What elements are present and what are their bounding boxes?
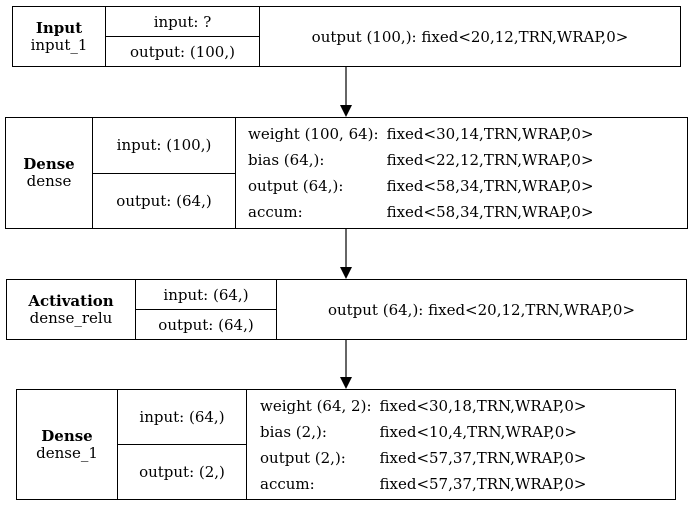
node-dense-relu: Activation dense_relu input: (64,) outpu… [6,279,687,340]
precision-row: accum: fixed<57,37,TRN,WRAP,0> [260,471,586,497]
precision-row: accum: fixed<58,34,TRN,WRAP,0> [248,199,594,225]
precision-key: accum: [248,203,303,221]
precision-info: weight (64, 2): fixed<30,18,TRN,WRAP,0> … [247,390,675,499]
precision-row: bias (2,): fixed<10,4,TRN,WRAP,0> [260,419,586,445]
input-shape: input: (100,) [116,136,212,155]
precision-table: weight (64, 2): fixed<30,18,TRN,WRAP,0> … [260,393,586,497]
layer-type: Activation [28,291,114,310]
output-precision: output (64,): fixed<20,12,TRN,WRAP,0> [327,300,636,319]
io-cell: input: ? output: (100,) [106,7,260,66]
input-shape: input: (64,) [139,408,225,426]
precision-row: bias (64,): fixed<22,12,TRN,WRAP,0> [248,147,594,173]
node-name-cell: Dense dense [6,118,93,228]
input-shape: input: (64,) [163,285,249,304]
output-shape: output: (64,) [93,172,235,229]
precision-row: output (2,): fixed<57,37,TRN,WRAP,0> [260,445,586,471]
precision-row: weight (100, 64): fixed<30,14,TRN,WRAP,0… [248,121,594,147]
layer-type: Dense [41,426,93,445]
input-shape: input: ? [153,12,212,31]
io-cell: input: (100,) output: (64,) [93,118,236,228]
layer-type: Input [35,18,83,37]
layer-name: input_1 [30,35,88,54]
precision-key: bias (2,): [260,422,327,441]
node-dense-1: Dense dense_1 input: (64,) output: (2,) … [16,389,676,500]
layer-name: dense_relu [29,308,113,327]
output-shape: output: (2,) [118,444,246,499]
precision-value: fixed<57,37,TRN,WRAP,0> [379,448,587,467]
precision-info: weight (100, 64): fixed<30,14,TRN,WRAP,0… [236,118,687,228]
output-shape: output: (64,) [136,309,276,339]
precision-value: fixed<30,18,TRN,WRAP,0> [379,396,587,415]
precision-info: output (64,): fixed<20,12,TRN,WRAP,0> [277,280,686,339]
node-input-1: Input input_1 input: ? output: (100,) ou… [12,6,681,67]
precision-value: fixed<57,37,TRN,WRAP,0> [379,474,587,493]
output-precision: output (100,): fixed<20,12,TRN,WRAP,0> [311,27,629,46]
precision-key: bias (64,): [248,151,325,169]
precision-key: output (64,): [248,177,344,195]
precision-key: weight (64, 2): [260,396,372,415]
layer-type: Dense [23,155,75,173]
precision-key: output (2,): [260,448,346,467]
precision-value: fixed<58,34,TRN,WRAP,0> [386,177,594,195]
io-cell: input: (64,) output: (64,) [136,280,277,339]
node-name-cell: Dense dense_1 [17,390,118,499]
edge-relu-dense1 [340,340,352,389]
edge-dense-relu [340,229,352,279]
precision-row: output (64,): fixed<58,34,TRN,WRAP,0> [248,173,594,199]
edge-input1-dense [340,67,352,117]
node-name-cell: Input input_1 [13,7,106,66]
node-dense: Dense dense input: (100,) output: (64,) … [5,117,688,229]
precision-key: weight (100, 64): [248,125,379,143]
io-cell: input: (64,) output: (2,) [118,390,247,499]
precision-value: fixed<22,12,TRN,WRAP,0> [386,151,594,169]
precision-info: output (100,): fixed<20,12,TRN,WRAP,0> [260,7,680,66]
precision-table: weight (100, 64): fixed<30,14,TRN,WRAP,0… [248,121,594,225]
output-shape: output: (100,) [106,36,259,66]
layer-name: dense [26,172,72,190]
precision-row: weight (64, 2): fixed<30,18,TRN,WRAP,0> [260,393,586,419]
node-name-cell: Activation dense_relu [7,280,136,339]
layer-name: dense_1 [36,443,98,462]
precision-value: fixed<10,4,TRN,WRAP,0> [379,422,577,441]
precision-value: fixed<58,34,TRN,WRAP,0> [386,203,594,221]
precision-key: accum: [260,474,315,493]
precision-value: fixed<30,14,TRN,WRAP,0> [386,125,594,143]
